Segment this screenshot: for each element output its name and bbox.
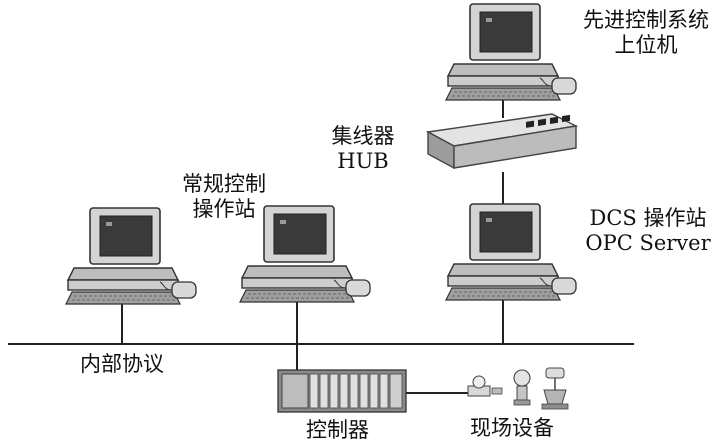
dcs-station-line1: DCS 操作站 <box>589 206 707 230</box>
internal-protocol-label: 内部协议 <box>80 352 164 376</box>
advanced-control-station-label: 先进控制系统 上位机 <box>570 8 722 58</box>
network-hub-icon <box>425 113 579 170</box>
advanced-station-line1: 先进控制系统 <box>583 8 709 32</box>
plc-rack-icon <box>277 369 407 413</box>
controller-label: 控制器 <box>306 418 369 442</box>
hub-label: 集线器 HUB <box>308 124 418 174</box>
dcs-station-pc-icon <box>445 203 577 301</box>
dcs-station-line2: OPC Server <box>585 231 711 255</box>
field-instrument-icon <box>467 367 569 410</box>
conventional-station-line1: 常规控制 <box>182 172 266 196</box>
conventional-station-line2: 操作站 <box>192 197 256 221</box>
conventional-station-label: 常规控制 操作站 <box>162 172 286 222</box>
advanced-station-line2: 上位机 <box>614 33 678 57</box>
field-devices-label: 现场设备 <box>470 416 554 440</box>
hub-line2: HUB <box>337 149 389 173</box>
advanced-control-pc-icon <box>445 3 577 101</box>
dcs-station-label: DCS 操作站 OPC Server <box>572 206 724 256</box>
hub-line1: 集线器 <box>331 124 395 148</box>
